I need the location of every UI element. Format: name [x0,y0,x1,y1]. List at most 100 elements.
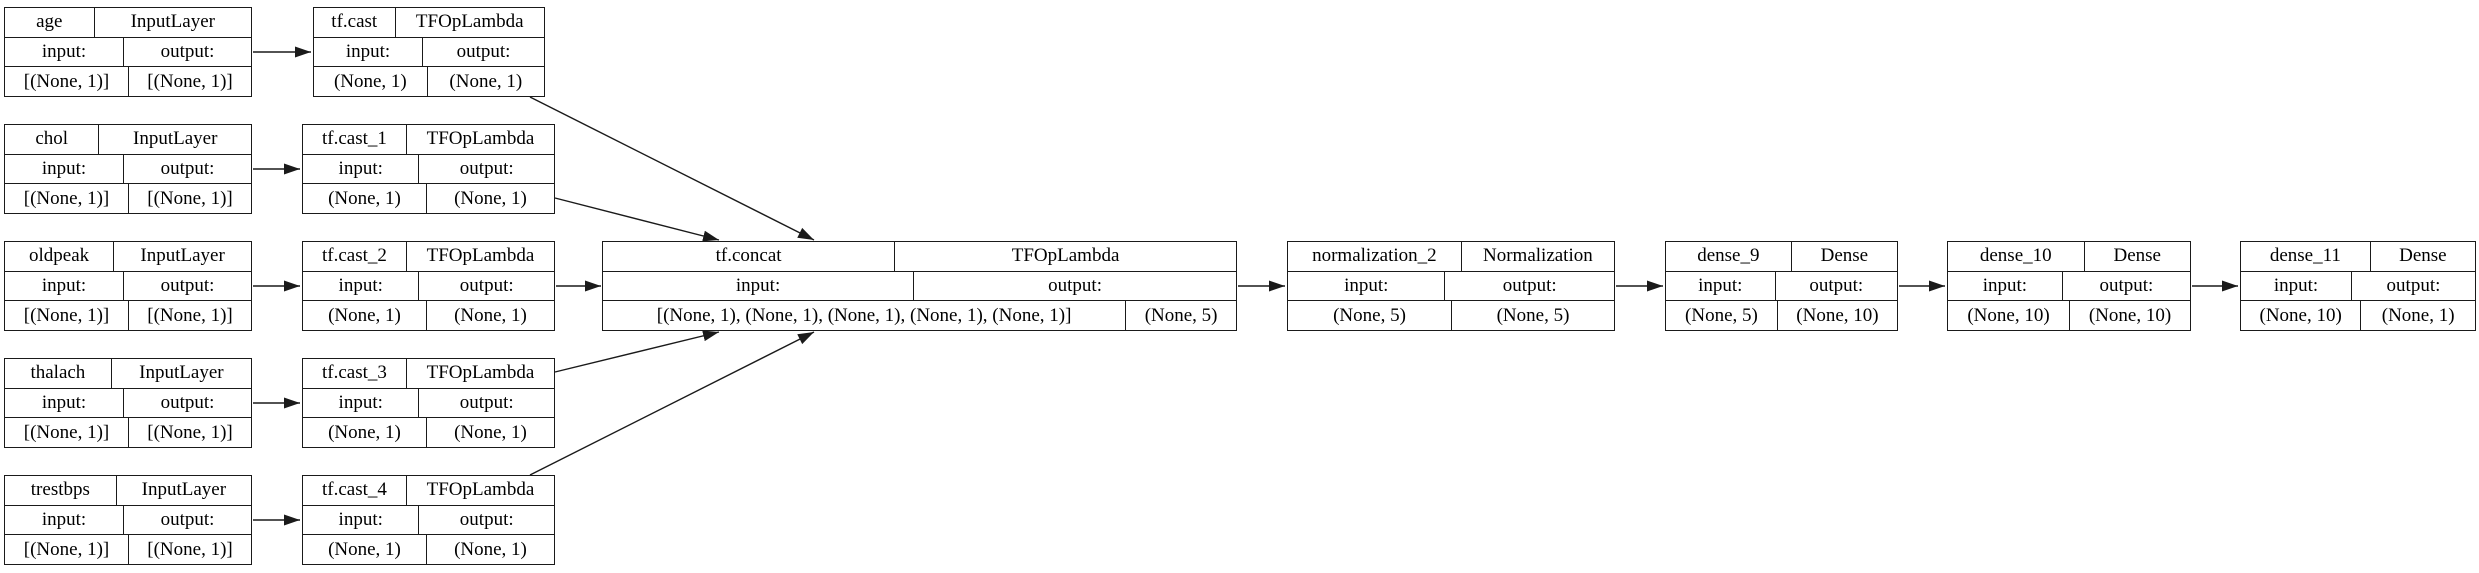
node-oldpeak: oldpeak InputLayer input: output: [(None… [4,241,252,331]
node-age: age InputLayer input: output: [(None, 1)… [4,7,252,97]
node-tf-cast-4: tf.cast_4 TFOpLambda input: output: (Non… [302,475,555,565]
input-shape: (None, 1) [328,187,401,209]
node-tf-concat: tf.concat TFOpLambda input: output: [(No… [602,241,1237,331]
node-tf-cast: tf.cast TFOpLambda input: output: (None,… [313,7,545,97]
input-label: input: [2273,275,2319,296]
input-shape: (None, 10) [1967,304,2050,326]
input-label: input: [735,275,781,296]
edge-tfcast1-concat [554,197,720,242]
layer-class: InputLayer [93,8,251,37]
layer-name: tf.cast_4 [322,479,387,501]
layer-name: tf.cast_2 [322,245,387,267]
output-label: output: [1774,271,1897,301]
input-label: input: [345,41,391,62]
input-shape: (None, 1) [328,304,401,326]
input-shape: (None, 1) [333,70,407,92]
node-normalization-2: normalization_2 Normalization input: out… [1287,241,1615,331]
output-shape: (None, 1) [425,184,554,214]
output-label: output: [418,388,554,418]
output-shape: (None, 5) [1451,301,1614,331]
output-shape: (None, 1) [2360,301,2475,331]
node-tf-cast-2: tf.cast_2 TFOpLambda input: output: (Non… [302,241,555,331]
layer-name: oldpeak [29,245,90,267]
node-dense-10: dense_10 Dense input: output: (None, 10)… [1947,241,2191,331]
input-label: input: [41,509,87,530]
input-label: input: [41,275,87,296]
layer-name: tf.cast [331,11,378,33]
layer-name: dense_9 [1697,245,1760,267]
input-label: input: [338,509,383,530]
output-shape: (None, 1) [425,418,554,448]
layer-name: tf.concat [715,245,782,267]
output-label: output: [422,37,544,67]
layer-name: tf.cast_1 [322,128,387,150]
output-shape: [(None, 1)] [128,535,251,565]
output-shape: (None, 10) [1776,301,1897,331]
node-trestbps: trestbps InputLayer input: output: [(Non… [4,475,252,565]
output-shape: [(None, 1)] [128,67,251,97]
output-shape: (None, 5) [1125,301,1236,331]
layer-name: thalach [30,362,86,384]
layer-class: Normalization [1460,242,1614,271]
input-shape: [(None, 1)] [23,70,110,92]
output-shape: [(None, 1)] [128,418,251,448]
output-label: output: [913,271,1236,301]
node-tf-cast-3: tf.cast_3 TFOpLambda input: output: (Non… [302,358,555,448]
layer-class: InputLayer [98,125,251,154]
output-label: output: [418,271,554,301]
input-shape: (None, 5) [1333,304,1406,326]
output-shape: (None, 1) [425,535,554,565]
output-label: output: [1444,271,1614,301]
node-dense-9: dense_9 Dense input: output: (None, 5) (… [1665,241,1898,331]
input-label: input: [1344,275,1389,296]
edge-tfcast4-concat [529,331,815,476]
input-label: input: [41,158,87,179]
layer-class: InputLayer [113,242,251,271]
input-shape: (None, 10) [2259,304,2342,326]
layer-class: TFOpLambda [405,359,554,388]
edge-tfcast3-concat [554,330,720,373]
input-label: input: [338,275,383,296]
input-label: input: [1982,275,2028,296]
node-dense-11: dense_11 Dense input: output: (None, 10)… [2240,241,2476,331]
output-label: output: [2350,271,2475,301]
output-shape: [(None, 1)] [128,184,251,214]
node-tf-cast-1: tf.cast_1 TFOpLambda input: output: (Non… [302,124,555,214]
output-shape: (None, 1) [425,301,554,331]
input-label: input: [41,41,87,62]
layer-class: TFOpLambda [405,476,554,505]
edge-tfcast-concat [529,96,815,241]
output-shape: (None, 10) [2069,301,2190,331]
output-label: output: [123,271,251,301]
layer-name: age [36,11,63,33]
output-shape: (None, 1) [426,67,544,97]
input-label: input: [338,392,383,413]
node-thalach: thalach InputLayer input: output: [(None… [4,358,252,448]
input-shape: [(None, 1)] [23,421,110,443]
input-shape: [(None, 1)] [23,304,110,326]
layer-name: trestbps [30,479,90,501]
input-shape: (None, 1) [328,538,401,560]
layer-class: Dense [2083,242,2190,271]
layer-class: Dense [2369,242,2475,271]
input-shape: (None, 1) [328,421,401,443]
layer-class: Dense [1790,242,1897,271]
output-label: output: [123,388,251,418]
layer-name: tf.cast_3 [322,362,387,384]
output-label: output: [418,154,554,184]
input-label: input: [1698,275,1743,296]
layer-class: TFOpLambda [405,242,554,271]
output-label: output: [123,505,251,535]
output-label: output: [123,154,251,184]
layer-name: chol [35,128,69,150]
layer-class: TFOpLambda [894,242,1236,271]
layer-name: dense_10 [1979,245,2052,267]
input-label: input: [338,158,383,179]
layer-class: InputLayer [115,476,251,505]
input-shape: [(None, 1)] [23,538,110,560]
layer-class: InputLayer [110,359,251,388]
input-shape: [(None, 1)] [23,187,110,209]
output-shape: [(None, 1)] [128,301,251,331]
